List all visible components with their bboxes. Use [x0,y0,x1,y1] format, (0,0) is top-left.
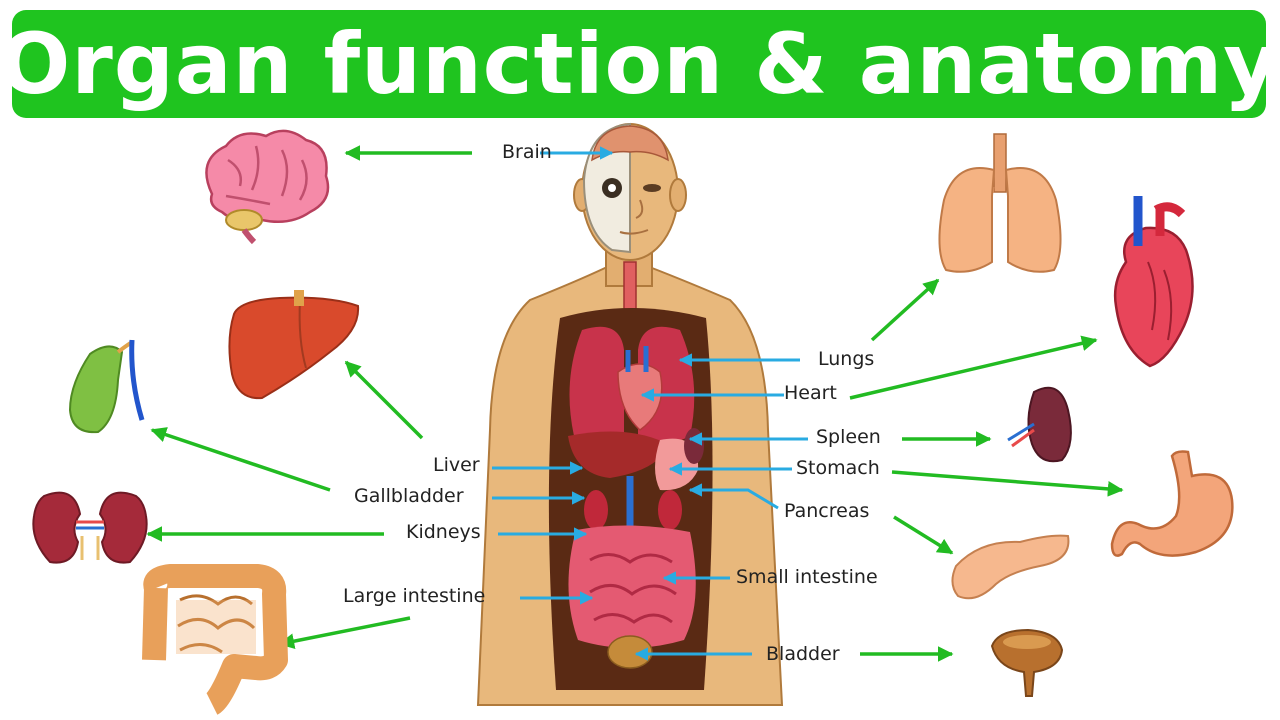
kidneys-icon [32,491,148,564]
page-title: Organ function & anatomy [0,15,1280,113]
label-brain: Brain [502,141,552,163]
label-pancreas: Pancreas [784,500,870,522]
stomach-icon [1110,450,1234,557]
organ-pointers [146,145,1124,662]
label-stomach: Stomach [796,457,880,479]
label-lungs: Lungs [818,348,875,370]
pancreas-icon [951,534,1070,600]
label-small-intestine: Small intestine [736,566,878,588]
heart-icon [1113,196,1194,368]
label-pointers [492,146,808,661]
label-heart: Heart [784,382,837,404]
liver-icon [228,290,360,400]
label-liver: Liver [433,454,480,476]
bladder-icon [990,628,1064,697]
human-torso-figure [476,122,784,706]
label-spleen: Spleen [816,426,881,448]
title-banner: Organ function & anatomy [0,10,1278,118]
large-intestine-icon [142,564,288,715]
spleen-icon [1007,386,1072,463]
lungs-icon [938,133,1062,273]
label-gallbladder: Gallbladder [354,485,464,507]
label-bladder: Bladder [766,643,840,665]
label-kidneys: Kidneys [406,521,481,543]
label-large-intestine: Large intestine [343,585,486,607]
gallbladder-icon [68,339,145,434]
brain-icon [205,129,330,245]
